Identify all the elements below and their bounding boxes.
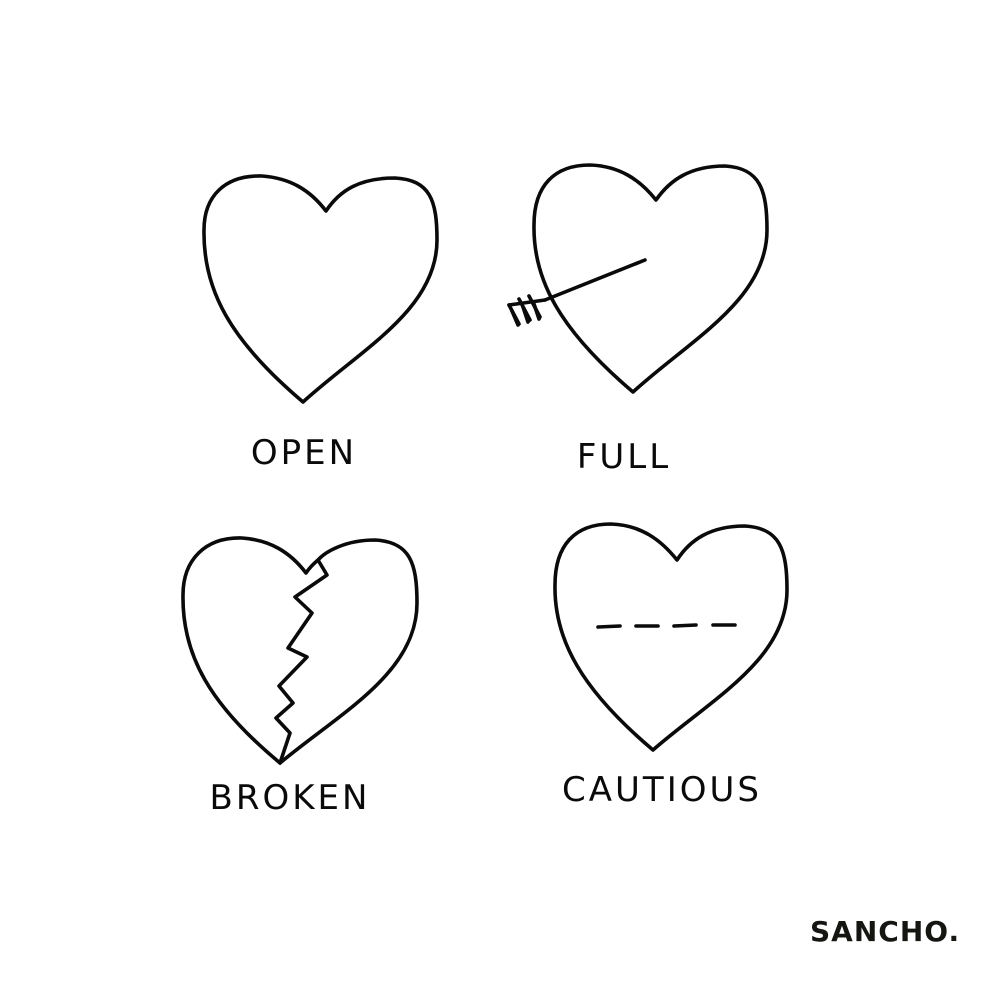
arrow-icon xyxy=(507,258,647,327)
crack-line xyxy=(274,558,329,765)
cautious-heart-icon xyxy=(553,522,789,752)
open-heart-icon xyxy=(202,174,439,404)
label-broken: BROKEN xyxy=(209,778,371,818)
label-full: FULL xyxy=(576,437,672,477)
broken-heart-icon xyxy=(181,536,419,765)
full-heart-icon xyxy=(532,163,769,394)
artist-signature: SANCHO. xyxy=(810,915,961,948)
dashed-line xyxy=(596,623,737,629)
label-open: OPEN xyxy=(250,433,358,473)
label-cautious: CAUTIOUS xyxy=(562,770,762,810)
